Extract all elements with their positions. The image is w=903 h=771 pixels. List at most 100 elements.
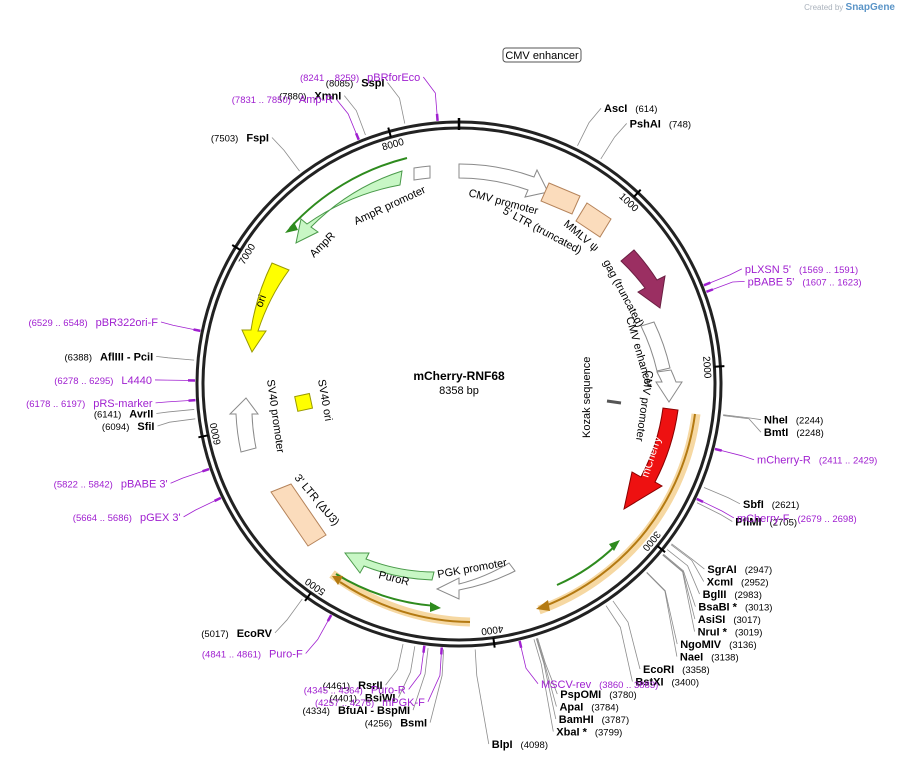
feature-ampr-arrow [295,170,403,244]
site-label-ecorv: EcoRV(5017) [201,628,272,640]
site-position: (2705) [770,517,797,528]
site-label-avrii: AvrII(6141) [94,408,154,420]
primer-mark-pbr322ori-f [193,328,201,333]
primer-name: pBR322ori-F [96,317,159,329]
site-label-sfii: SfiI(6094) [102,421,155,433]
site-leader-bfuai-bspmi [412,648,429,711]
site-name: XmnI [314,91,341,103]
feature-green-arrow-right [556,544,617,586]
primer-mark-mscv-rev [518,640,523,649]
primer-label-mcherry-r: mCherry-R(2411 .. 2429) [757,455,877,467]
site-name: BmtI [764,427,788,439]
site-name: PflMI [735,516,761,528]
tick-mark-7000 [231,244,242,252]
site-name: NruI * [698,627,728,639]
site-label-pflmi: PflMI (2705) [735,516,797,528]
site-position: (2947) [745,565,772,576]
primer-leader-pbr322ori-f [160,321,199,331]
primer-label-mcherry-f: mCherry-F(2679 .. 2698) [737,513,857,525]
feature-green-arrow-ampr [289,157,408,229]
feature-green-arrowhead-right [609,540,620,551]
primer-name: mCherry-F [737,513,790,525]
feature-5ltr-box [540,182,581,215]
primer-position: (6278 .. 6295) [54,376,113,387]
primer-mark-pgex-3 [213,496,222,503]
site-label-xmni: XmnI(7880) [279,91,341,103]
tick-label-2000: 2000 [700,356,713,379]
primer-leader-prs-marker [155,399,194,404]
primer-name: pLXSN 5' [745,264,791,276]
site-position: (3358) [682,665,709,676]
plasmid-name: mCherry-RNF68 [413,369,505,383]
primer-label-pgex-3: pGEX 3'(5664 .. 5686) [73,512,181,524]
site-name: SfiI [137,421,154,433]
site-name: PspOMI [560,689,601,701]
site-label-pshai: PshAI(748) [630,118,691,130]
site-label-pspomi: PspOMI(3780) [560,689,636,701]
feature-orf-arrow-right [544,413,696,607]
feature-label-cmv-promoter-2: CMV promoter [633,370,655,443]
feature-mcherry-backdrop [537,413,701,615]
site-name: BlpI [492,739,513,751]
feature-3ltr-box [270,483,327,547]
tick-label-7000: 7000 [237,242,258,267]
primer-mark-pbabe-3 [202,467,210,473]
site-name: XcmI [707,577,733,589]
feature-pgk-promoter-arrow [435,562,516,600]
site-leader-xcmi [670,544,705,582]
primer-mark-amp-r [354,132,360,141]
tick-label-6000: 6000 [208,421,223,445]
feature-kozak-mark [606,399,622,405]
primer-label-prs-marker: pRS-marker(6178 .. 6197) [26,398,153,410]
site-position: (4401) [329,694,356,705]
snapgene-brand: Created by SnapGene [804,2,895,13]
site-name: BsmI [400,718,427,730]
tick-mark-4000 [492,637,496,648]
site-leader-nrui [662,554,695,632]
site-leader-xbai [533,639,554,732]
feature-label-sv40p: SV40 promoter [264,379,286,454]
site-label-bstxi: BstXI(3400) [635,677,699,689]
site-name: AscI [604,103,627,115]
site-label-bamhi: BamHI(3787) [559,714,629,726]
primer-name: mCherry-R [757,455,811,467]
site-leader-pflmi [696,502,733,522]
site-leader-afliii-pcii [156,355,195,361]
site-name: NheI [764,415,788,427]
primer-leader-pbabe-5 [708,280,745,292]
site-leader-rsrii [385,643,404,686]
primer-label-pbr322ori-f: pBR322ori-F(6529 .. 6548) [28,317,158,329]
primer-leader-pbrforeco [422,76,438,119]
primer-position: (7831 .. 7850) [232,95,291,106]
primer-name: pBABE 5' [748,276,795,288]
primer-mark-mcherry-f [696,497,704,503]
site-name: AvrII [129,408,153,420]
site-leader-apai [536,638,557,707]
primer-mark-pbrforeco [435,113,439,121]
site-position: (748) [669,119,691,130]
site-label-sgrai: SgrAI(2947) [707,564,772,576]
primer-position: (1607 .. 1623) [802,277,861,288]
primer-position: (4841 .. 4861) [202,650,261,661]
site-label-sbfi: SbfI(2621) [743,499,799,511]
primer-name: MSCV-rev [541,679,592,691]
site-position: (3136) [729,640,756,651]
site-position: (3013) [745,603,772,614]
primer-position: (3860 .. 3883) [599,680,658,691]
site-label-ngomiv: NgoMIV (3136) [680,639,756,651]
site-leader-asci [577,107,602,147]
primer-mark-puro-f [326,614,333,622]
site-leader-nhei [723,414,762,421]
primer-label-mpgk-f: mPGK-F(4257 .. 4276) [315,697,425,709]
site-name: EcoRI [643,664,674,676]
site-name: BstXI [635,677,663,689]
site-label-sspi: SspI(8085) [326,77,385,89]
feature-cmv-promoter-2-arrow [655,369,683,403]
site-name: NgoMIV [680,639,722,651]
primer-label-puro-f: Puro-F(4841 .. 4861) [202,649,303,661]
plasmid-size: 8358 bp [439,385,479,397]
site-leader-pshai [600,123,627,160]
primer-labels: pLXSN 5'(1569 .. 1591)pBABE 5'(1607 .. 1… [26,72,877,709]
site-label-nhei: NheI(2244) [764,415,823,427]
primer-leader-mpgk-f [427,649,443,703]
